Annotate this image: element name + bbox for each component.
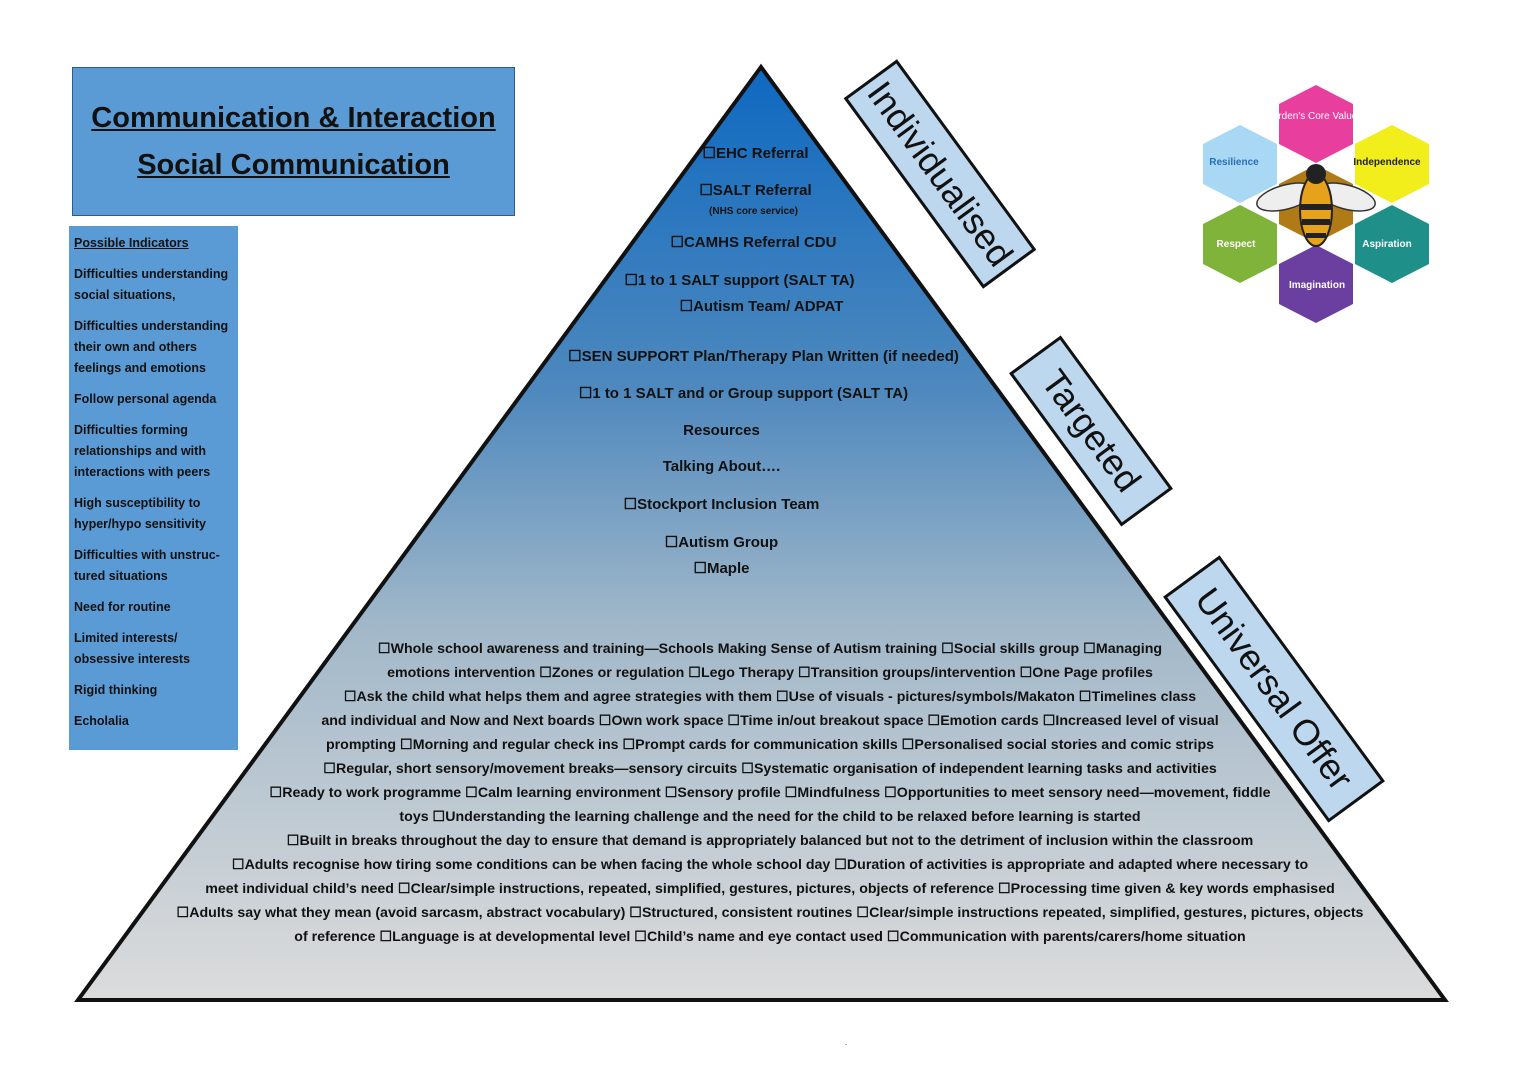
logo-label-independence: Independence xyxy=(1353,157,1421,168)
universal-line: ☐Adults recognise how tiring some condit… xyxy=(231,857,1309,873)
targeted-item: ☐Stockport Inclusion Team xyxy=(623,496,820,513)
targeted-item: ☐Maple xyxy=(693,560,750,577)
logo-hex-resilience xyxy=(1203,125,1277,203)
indicator-item: Follow personal agenda xyxy=(74,392,217,406)
individualised-item-note: (NHS core service) xyxy=(709,206,798,217)
indicator-item: Need for routine xyxy=(74,600,171,614)
universal-line: prompting ☐Morning and regular check ins… xyxy=(325,737,1215,753)
logo-hex-imagination xyxy=(1279,245,1353,323)
individualised-item: ☐1 to 1 SALT support (SALT TA) xyxy=(624,272,855,289)
universal-line: ☐Regular, short sensory/movement breaks—… xyxy=(323,761,1217,777)
logo-label-respect: Respect xyxy=(1217,239,1257,250)
individualised-item: ☐EHC Referral xyxy=(702,145,809,162)
bee-stripe xyxy=(1300,204,1332,210)
logo-hex-independence xyxy=(1355,125,1429,203)
bee-stripe xyxy=(1302,219,1330,225)
targeted-item: Resources xyxy=(683,422,760,439)
logo-hex-respect xyxy=(1203,205,1277,283)
logo-label-core: Arden's Core Values xyxy=(1272,111,1363,122)
logo-label-imagination: Imagination xyxy=(1289,280,1345,291)
universal-line: emotions intervention ☐Zones or regulati… xyxy=(387,665,1153,681)
indicator-item: Difficulties forming relationships and w… xyxy=(74,423,211,479)
universal-line: ☐Built in breaks throughout the day to e… xyxy=(286,833,1254,849)
universal-line: ☐Whole school awareness and training—Sch… xyxy=(377,641,1163,657)
universal-line: and individual and Now and Next boards ☐… xyxy=(321,713,1219,729)
logo-hex-core xyxy=(1279,85,1353,163)
title-line-1: Communication & Interaction xyxy=(91,101,496,134)
targeted-item: ☐Autism Group xyxy=(664,534,779,551)
indicator-item: High susceptibility to hyper/hypo sensit… xyxy=(74,496,206,531)
universal-line: ☐Ask the child what helps them and agree… xyxy=(343,689,1197,705)
universal-line: of reference ☐Language is at development… xyxy=(294,929,1246,945)
universal-line: ☐Ready to work programme ☐Calm learning … xyxy=(269,785,1271,801)
individualised-item: ☐Autism Team/ ADPAT xyxy=(679,298,844,315)
footer-dot: . xyxy=(845,1038,847,1047)
indicator-item: Difficulties with unstruc-tured situatio… xyxy=(74,548,220,583)
indicators-panel: Possible Indicators Difficulties underst… xyxy=(69,226,238,750)
bee-stripe xyxy=(1306,233,1326,238)
indicator-item: Difficulties understanding social situat… xyxy=(74,267,229,302)
universal-offer-text: ☐Whole school awareness and training—Sch… xyxy=(160,637,1380,949)
individualised-item: ☐CAMHS Referral CDU xyxy=(670,234,837,251)
core-values-logo: Arden's Core Values Resilience Independe… xyxy=(1203,85,1429,323)
pyramid-shape xyxy=(74,63,1449,1002)
indicator-item: Echolalia xyxy=(74,714,129,728)
universal-line: toys ☐Understanding the learning challen… xyxy=(399,809,1141,825)
title-line-2: Social Communication xyxy=(137,148,450,181)
indicator-item: Difficulties understanding their own and… xyxy=(74,319,229,375)
indicator-item: Limited interests/ obsessive interests xyxy=(74,631,191,666)
bee-head xyxy=(1306,164,1326,184)
logo-label-resilience: Resilience xyxy=(1209,157,1259,168)
title-box: Communication & Interaction Social Commu… xyxy=(72,67,515,216)
targeted-item: Talking About…. xyxy=(662,458,781,475)
individualised-item: ☐SALT Referral xyxy=(699,182,812,199)
universal-line: ☐Adults say what they mean (avoid sarcas… xyxy=(176,905,1364,921)
targeted-item: ☐SEN SUPPORT Plan/Therapy Plan Written (… xyxy=(568,348,959,365)
universal-line: meet individual child’s need ☐Clear/simp… xyxy=(205,881,1335,897)
logo-hex-aspiration xyxy=(1355,205,1429,283)
indicators-heading: Possible Indicators xyxy=(74,236,189,250)
targeted-item: ☐1 to 1 SALT and or Group support (SALT … xyxy=(578,385,909,402)
indicator-item: Rigid thinking xyxy=(74,683,158,697)
logo-label-aspiration: Aspiration xyxy=(1362,239,1411,250)
